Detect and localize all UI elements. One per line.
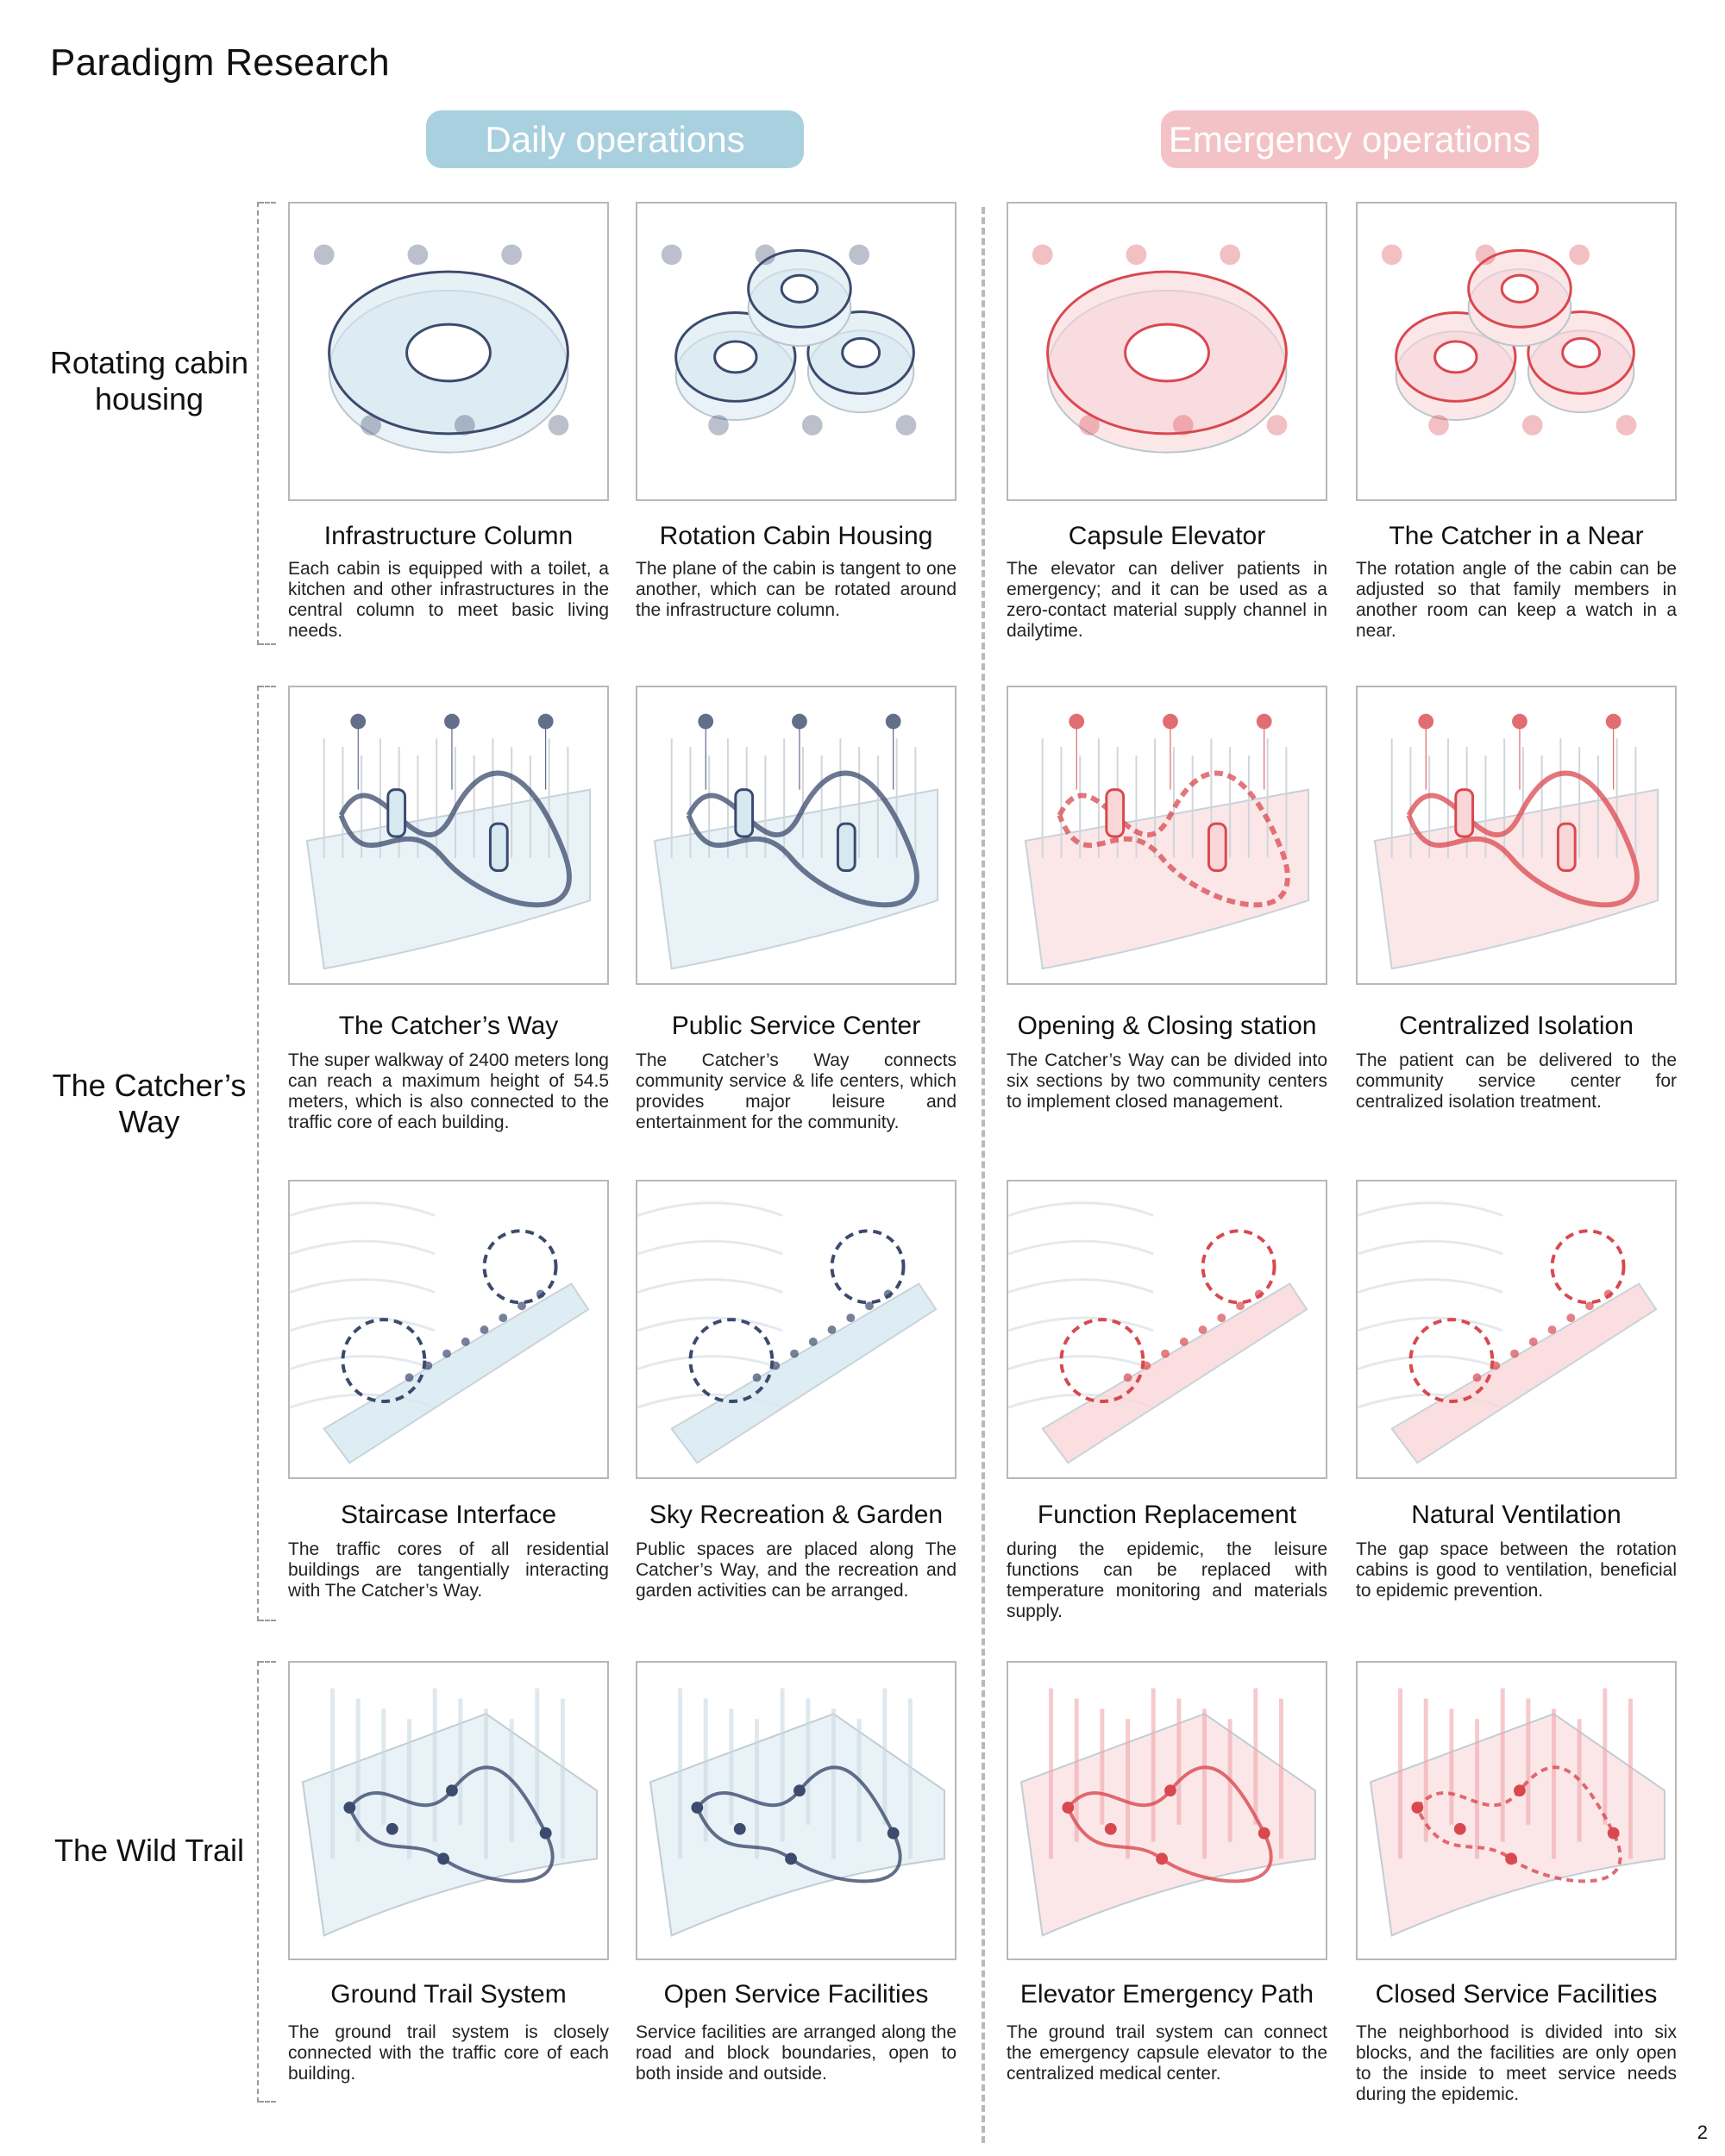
card-title: Centralized Isolation	[1399, 1012, 1634, 1040]
card-description: The Catcher’s Way connects community ser…	[636, 1050, 957, 1132]
closed-facilities-illustration	[1369, 1688, 1665, 1937]
card-description: The ground trail system is closely conne…	[288, 2022, 609, 2084]
illustration-card	[288, 686, 609, 985]
card-description: The plane of the cabin is tangent to one…	[636, 559, 957, 620]
illustration-card	[1007, 1661, 1327, 1960]
ground-trail-illustration	[301, 1688, 598, 1937]
sky-garden-illustration	[637, 1201, 938, 1464]
illustration-card	[288, 1180, 609, 1479]
card-title: Opening & Closing station	[1017, 1012, 1317, 1040]
isolation-illustration	[1373, 713, 1659, 970]
card-title: Open Service Facilities	[663, 1980, 929, 2009]
card-title: Staircase Interface	[340, 1501, 557, 1529]
card-title: Function Replacement	[1037, 1501, 1297, 1529]
card-description: Service facilities are arranged along th…	[636, 2022, 957, 2084]
illustration-card	[1356, 686, 1677, 985]
card-title: Public Service Center	[671, 1012, 921, 1040]
illustration-card	[636, 686, 957, 985]
card-description: The rotation angle of the cabin can be a…	[1356, 559, 1677, 641]
capsule-elevator-illustration	[1032, 244, 1288, 454]
staircase-illustration	[290, 1201, 590, 1464]
page-title: Paradigm Research	[50, 41, 390, 84]
daily-operations-header: Daily operations	[426, 110, 804, 168]
illustration-card	[1356, 1180, 1677, 1479]
illustration-card	[636, 1661, 957, 1960]
card-title: Rotation Cabin Housing	[659, 522, 933, 550]
card-title: Ground Trail System	[330, 1980, 567, 2009]
illustration-card	[1356, 1661, 1677, 1960]
illustration-card	[1007, 1180, 1327, 1479]
cabin-column-illustration	[313, 244, 569, 454]
illustration-card	[1007, 202, 1327, 501]
card-description: The super walkway of 2400 meters long ca…	[288, 1050, 609, 1132]
open-facilities-illustration	[649, 1688, 945, 1937]
column-divider	[982, 207, 985, 2143]
station-illustration	[1024, 713, 1310, 970]
card-description: The elevator can deliver patients in eme…	[1007, 559, 1327, 641]
card-title: Sky Recreation & Garden	[649, 1501, 944, 1529]
illustration-card	[1356, 202, 1677, 501]
row-label-catchers-way: The Catcher’s Way	[52, 1068, 247, 1139]
card-description: The gap space between the rotation cabin…	[1356, 1539, 1677, 1601]
card-title: The Catcher’s Way	[338, 1012, 559, 1040]
row-bracket-rotating	[257, 202, 276, 645]
service-center-illustration	[653, 713, 939, 970]
illustration-card	[288, 202, 609, 501]
catcher-near-illustration	[1381, 244, 1637, 436]
row-label-rotating: Rotating cabin housing	[49, 345, 249, 417]
illustration-card	[636, 202, 957, 501]
page-number: 2	[1697, 2122, 1708, 2143]
card-description: The neighborhood is divided into six blo…	[1356, 2022, 1677, 2104]
card-title: Infrastructure Column	[323, 522, 574, 550]
emergency-path-illustration	[1019, 1688, 1316, 1937]
row-label-wild-trail: The Wild Trail	[53, 1833, 245, 1868]
ventilation-illustration	[1358, 1201, 1658, 1464]
emergency-operations-header: Emergency operations	[1161, 110, 1539, 168]
rotating-cabins-illustration	[661, 244, 917, 436]
illustration-card	[636, 1180, 957, 1479]
row-bracket-wild-trail	[257, 1661, 276, 2103]
card-description: The patient can be delivered to the comm…	[1356, 1050, 1677, 1112]
row-bracket-catchers-way	[257, 686, 276, 1621]
card-title: Natural Ventilation	[1411, 1501, 1622, 1529]
card-description: during the epidemic, the leisure functio…	[1007, 1539, 1327, 1621]
card-title: Elevator Emergency Path	[1019, 1980, 1314, 2009]
illustration-card	[1007, 686, 1327, 985]
walkway-illustration	[305, 713, 592, 970]
card-description: Public spaces are placed along The Catch…	[636, 1539, 957, 1601]
card-description: Each cabin is equipped with a toilet, a …	[288, 559, 609, 641]
function-replacement-illustration	[1008, 1201, 1308, 1464]
card-title: Closed Service Facilities	[1375, 1980, 1658, 2009]
card-title: The Catcher in a Near	[1389, 522, 1644, 550]
card-description: The Catcher’s Way can be divided into si…	[1007, 1050, 1327, 1112]
card-description: The ground trail system can connect the …	[1007, 2022, 1327, 2084]
card-title: Capsule Elevator	[1068, 522, 1266, 550]
card-description: The traffic cores of all residential bui…	[288, 1539, 609, 1601]
illustration-card	[288, 1661, 609, 1960]
